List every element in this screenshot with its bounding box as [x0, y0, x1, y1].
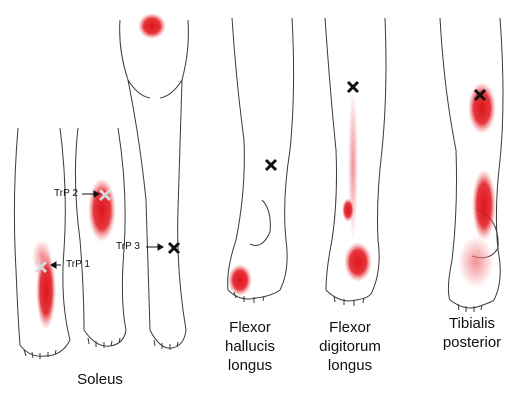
trp2-label: TrP 2 — [54, 188, 78, 199]
soleus-leg-middle — [74, 127, 127, 348]
caption-flexor-hallucis-longus: Flexor hallucis longus — [224, 319, 276, 374]
tp-trp-marker — [473, 88, 487, 102]
trp1-marker — [34, 260, 48, 274]
tp-referral-sole — [458, 236, 494, 288]
fhl-referral-toe — [228, 264, 252, 296]
fdl-leg — [324, 17, 387, 306]
caption-tibialis-posterior: Tibialis posterior — [442, 315, 502, 351]
trp3-label: TrP 3 — [116, 241, 140, 252]
fhl-leg — [227, 17, 295, 303]
trp3-marker — [167, 241, 181, 255]
fdl-trp-marker — [346, 80, 360, 94]
fdl-referral-shin — [342, 198, 354, 222]
caption-flexor-digitorum-longus: Flexor digitorum longus — [319, 319, 381, 374]
tp-referral-heel — [472, 169, 496, 241]
fhl-trp-marker — [264, 158, 278, 172]
fdl-referral-streak — [348, 90, 358, 240]
caption-soleus: Soleus — [77, 371, 123, 388]
trp1-label: TrP 1 — [66, 259, 90, 270]
tp-referral-calf — [468, 82, 496, 134]
soleus-leg-back — [119, 19, 189, 350]
soleus-leg-left — [13, 127, 71, 359]
fdl-referral-sole — [344, 242, 372, 282]
trp2-marker — [98, 188, 112, 202]
trp-arrows — [50, 190, 164, 269]
soleus-referral-calf — [88, 178, 116, 242]
soleus-referral-sacrum — [138, 13, 166, 39]
